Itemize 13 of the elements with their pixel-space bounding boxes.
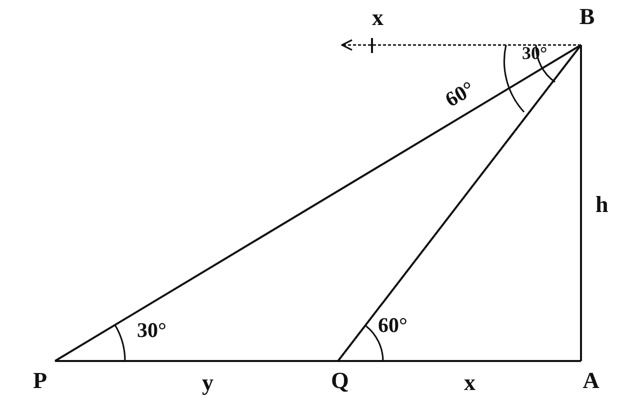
angle-label: 60°	[440, 76, 478, 112]
line-segment	[55, 360, 338, 362]
line-segment	[580, 45, 582, 361]
vertex-label: P	[32, 369, 48, 393]
line-segment	[338, 360, 581, 362]
vertex-label: B	[579, 5, 595, 29]
dashed-arrow	[341, 39, 581, 51]
line-segment	[337, 44, 582, 362]
line-segment	[54, 44, 582, 362]
vertex-label: Q	[331, 369, 349, 393]
angle-label: 60°	[378, 313, 408, 337]
vertex-label: A	[582, 369, 600, 393]
angle-label: 30°	[137, 318, 166, 342]
